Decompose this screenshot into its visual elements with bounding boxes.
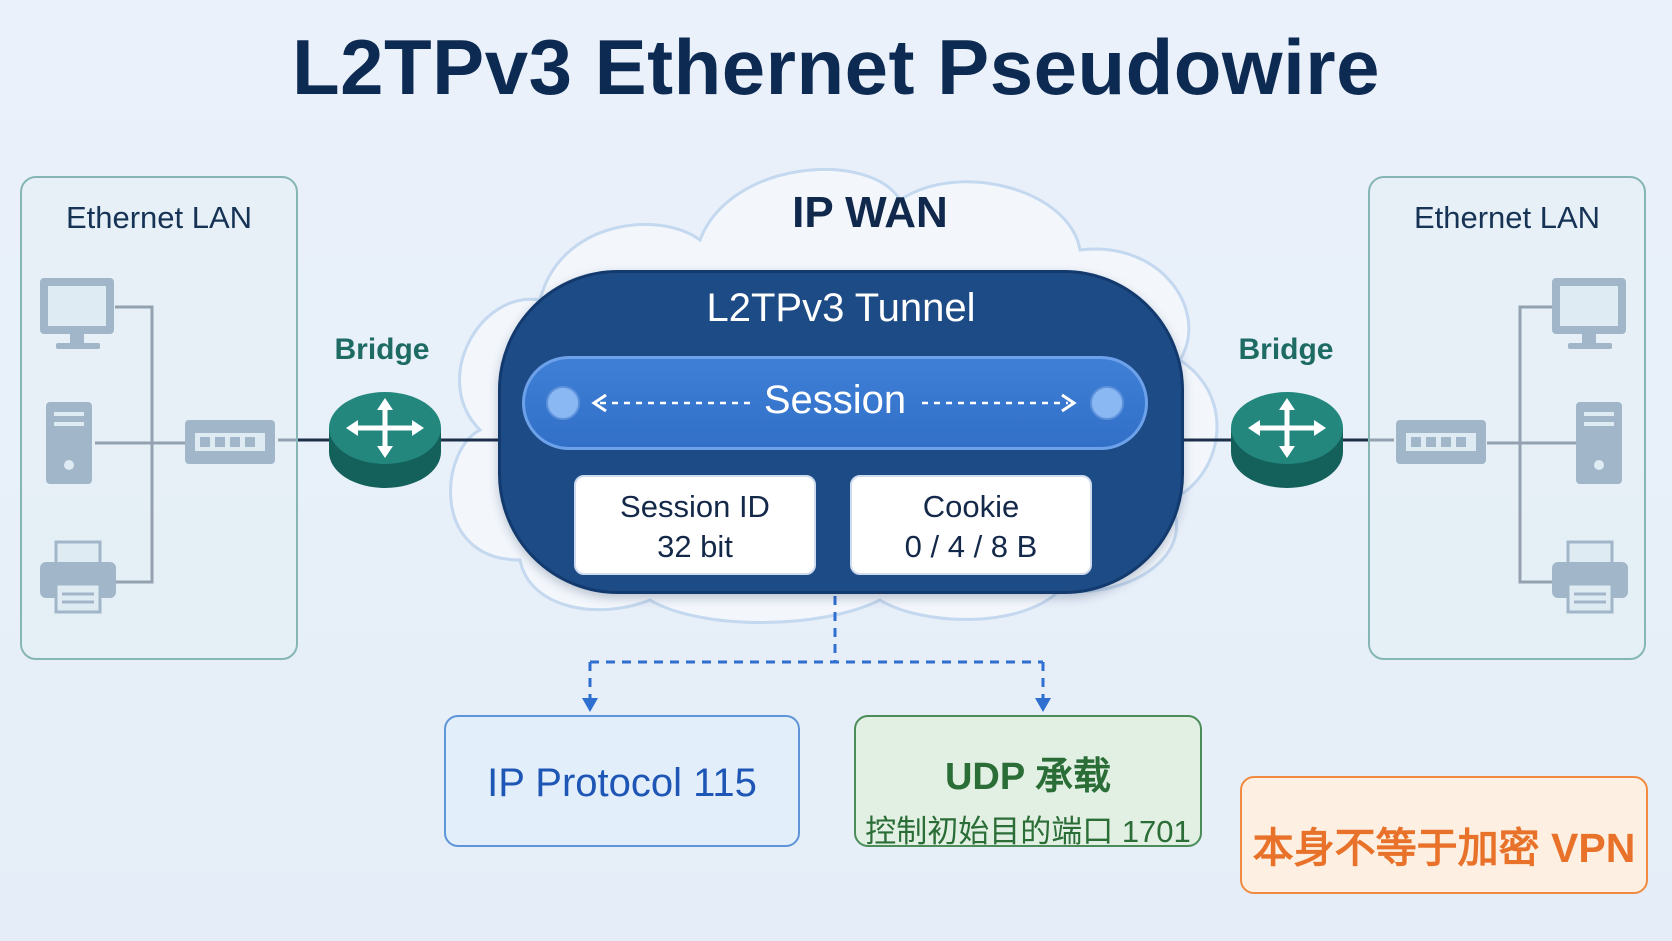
ip-protocol-label: IP Protocol 115 xyxy=(487,761,757,805)
vpn-note-text: 本身不等于加密 VPN xyxy=(1252,825,1636,871)
cookie-value: 0 / 4 / 8 B xyxy=(904,529,1038,564)
session-id-title: Session ID xyxy=(620,489,770,524)
right-lan-title: Ethernet LAN xyxy=(1413,200,1601,235)
ip-protocol-box: IP Protocol 115 xyxy=(444,715,800,847)
left-lan-box xyxy=(20,176,298,660)
left-lan-title: Ethernet LAN xyxy=(65,200,253,235)
udp-sub-label: 控制初始目的端口 1701 xyxy=(865,814,1191,849)
session-id-box: Session ID 32 bit xyxy=(574,475,816,575)
page-title: L2TPv3 Ethernet Pseudowire xyxy=(292,23,1380,111)
right-bridge-label: Bridge xyxy=(1238,333,1334,366)
transport-connector xyxy=(588,596,1045,700)
udp-label: UDP 承载 xyxy=(944,756,1112,798)
vpn-note-box: 本身不等于加密 VPN xyxy=(1240,776,1648,894)
arrow-down-icon xyxy=(582,698,598,712)
right-lan-box xyxy=(1368,176,1646,660)
cookie-title: Cookie xyxy=(922,489,1020,524)
udp-box: UDP 承载 控制初始目的端口 1701 xyxy=(854,715,1202,849)
session-id-value: 32 bit xyxy=(657,529,733,564)
session-endpoint-left-icon xyxy=(546,386,580,420)
tunnel-title: L2TPv3 Tunnel xyxy=(706,286,976,330)
wan-title: IP WAN xyxy=(792,188,948,237)
right-bridge-router-icon xyxy=(1231,392,1343,488)
cookie-box: Cookie 0 / 4 / 8 B xyxy=(850,475,1092,575)
arrow-down-icon xyxy=(1035,698,1051,712)
session-endpoint-right-icon xyxy=(1090,386,1124,420)
session-label: Session xyxy=(763,378,907,422)
left-bridge-router-icon xyxy=(329,392,441,488)
left-bridge-label: Bridge xyxy=(334,333,430,366)
